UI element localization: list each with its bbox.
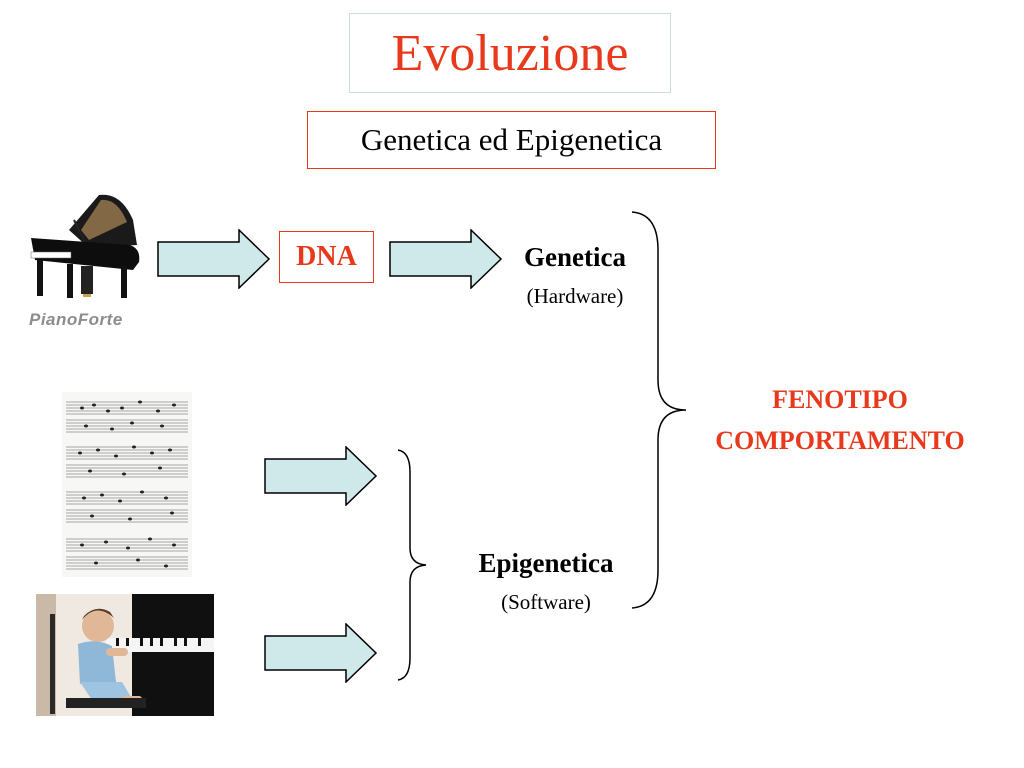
curly-brace — [396, 448, 428, 682]
epigenetica-sub-label: (Software) — [450, 590, 642, 615]
pianoforte-logo: PianoForte — [29, 310, 123, 330]
child-at-piano-photo — [36, 594, 214, 716]
right-arrow-icon — [264, 623, 378, 683]
fenotipo-label: FENOTIPO — [680, 383, 1000, 417]
sheet-music-image — [62, 392, 192, 577]
right-arrow-icon — [389, 229, 503, 289]
genetica-sub-label: (Hardware) — [505, 284, 645, 309]
genetica-label: Genetica — [505, 242, 645, 273]
right-arrow-icon — [264, 446, 378, 506]
slide-subtitle: Genetica ed Epigenetica — [307, 111, 716, 169]
grand-piano-image: PianoForte — [29, 190, 142, 335]
dna-label-box: DNA — [279, 231, 374, 283]
epigenetica-label: Epigenetica — [450, 548, 642, 579]
slide-title: Evoluzione — [349, 13, 671, 93]
comportamento-label: COMPORTAMENTO — [680, 424, 1000, 458]
right-arrow-icon — [157, 229, 271, 289]
